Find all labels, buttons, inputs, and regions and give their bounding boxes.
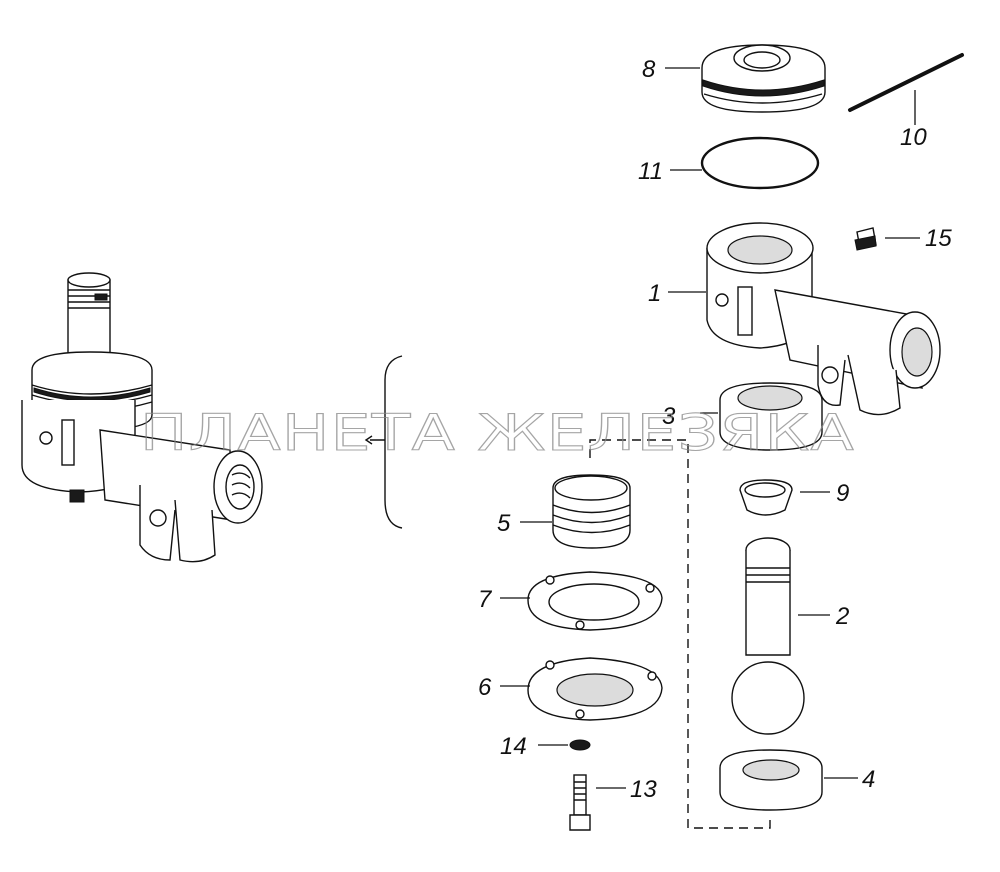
label-1: 1 bbox=[648, 280, 661, 307]
part-8-boot bbox=[701, 44, 826, 113]
part-2-ball-pin bbox=[731, 537, 805, 735]
part-14-washer bbox=[569, 739, 591, 751]
watermark-text: ПЛАНЕТА ЖЕЛЕЗЯКА bbox=[140, 404, 855, 462]
label-6: 6 bbox=[478, 674, 492, 701]
part-13-bolt bbox=[569, 774, 591, 831]
part-10-cotter-pin bbox=[848, 53, 964, 112]
assembly-arrow bbox=[364, 435, 385, 445]
assembled-tie-rod-end bbox=[21, 272, 263, 563]
label-11: 11 bbox=[638, 158, 663, 185]
part-1-housing bbox=[706, 222, 941, 416]
label-5: 5 bbox=[497, 510, 511, 537]
part-3-insert bbox=[719, 382, 823, 451]
label-4: 4 bbox=[862, 766, 875, 793]
part-9-cup bbox=[739, 479, 793, 516]
label-14: 14 bbox=[500, 733, 527, 760]
part-7-gasket bbox=[527, 571, 663, 631]
label-3: 3 bbox=[662, 403, 676, 430]
label-8: 8 bbox=[642, 56, 656, 83]
label-7: 7 bbox=[478, 586, 493, 613]
label-13: 13 bbox=[630, 776, 657, 803]
part-11-retaining-ring bbox=[700, 136, 820, 190]
part-15-grease-fitting bbox=[854, 227, 877, 251]
part-4-seat bbox=[719, 749, 823, 811]
label-10: 10 bbox=[900, 124, 927, 151]
label-15: 15 bbox=[925, 225, 952, 252]
part-5-bellows bbox=[552, 474, 631, 549]
explode-line bbox=[589, 439, 771, 829]
part-6-cover bbox=[527, 657, 663, 721]
label-9: 9 bbox=[836, 480, 849, 507]
label-2: 2 bbox=[835, 603, 849, 630]
